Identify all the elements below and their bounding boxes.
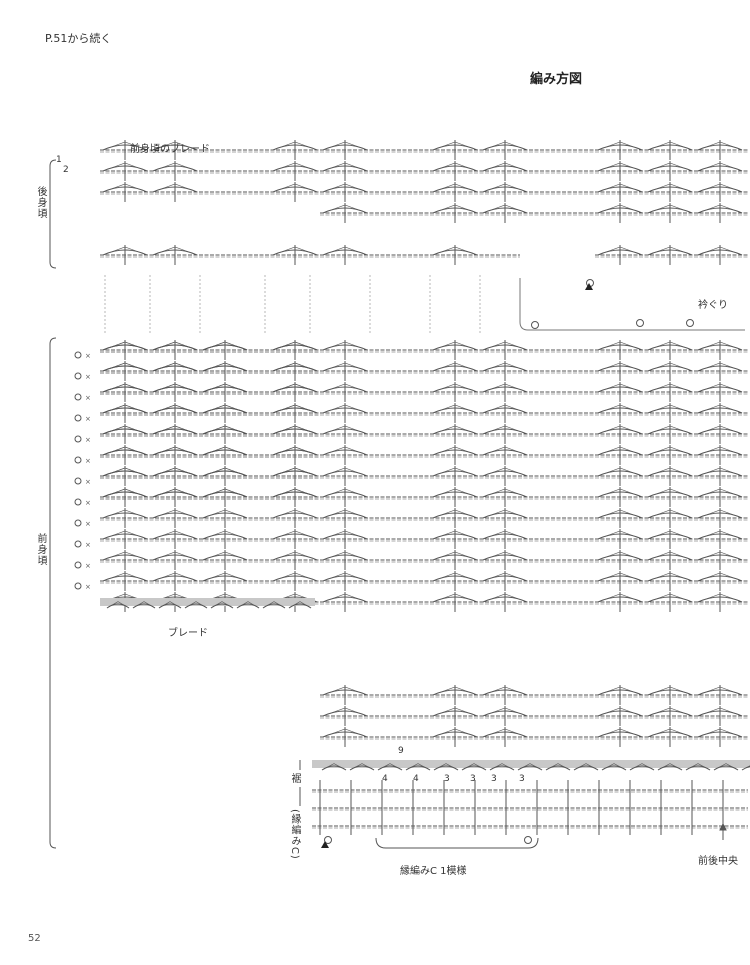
count-3b: 3 — [470, 774, 476, 784]
front-braid-label: 前身頃のブレード — [130, 144, 210, 155]
count-3a: 3 — [444, 774, 450, 784]
continued-note: P.51から続く — [45, 32, 112, 45]
page-number: 52 — [28, 933, 41, 944]
svg-text:×: × — [85, 352, 91, 360]
center-label: 前後中央 — [698, 856, 738, 867]
hem-sub-label: (縁編みC) — [287, 806, 302, 863]
svg-text:×: × — [85, 499, 91, 507]
neckline-line — [519, 278, 745, 331]
svg-text:×: × — [85, 436, 91, 444]
svg-text:×: × — [85, 541, 91, 549]
braid-label: ブレード — [168, 628, 208, 639]
count-3d: 3 — [519, 774, 525, 784]
row-number-1: 1 — [56, 155, 62, 165]
svg-text:×: × — [85, 520, 91, 528]
count-4b: 4 — [413, 774, 419, 784]
svg-text:×: × — [85, 478, 91, 486]
svg-text:×: × — [85, 457, 91, 465]
hem-label: 裾 — [287, 770, 302, 787]
count-3c: 3 — [491, 774, 497, 784]
center-arrow-icon — [719, 822, 727, 840]
count-4a: 4 — [382, 774, 388, 784]
count-9: 9 — [398, 746, 404, 756]
svg-text:×: × — [85, 394, 91, 402]
stitch-grid: × × × × × × × × × × × × — [74, 140, 750, 835]
stitch-marks — [321, 279, 694, 848]
svg-text:×: × — [85, 583, 91, 591]
back-body-label: 後身頃 — [33, 183, 48, 222]
chart-title: 編み方図 — [530, 72, 583, 87]
neckline-label: 衿ぐり — [698, 300, 728, 311]
front-body-label: 前身頃 — [33, 530, 48, 569]
svg-text:×: × — [85, 415, 91, 423]
svg-text:×: × — [85, 373, 91, 381]
pattern-brace — [375, 837, 539, 849]
svg-text:×: × — [85, 562, 91, 570]
edging-pattern-label: 縁編みC 1模様 — [400, 866, 467, 877]
row-number-2: 2 — [63, 165, 69, 175]
